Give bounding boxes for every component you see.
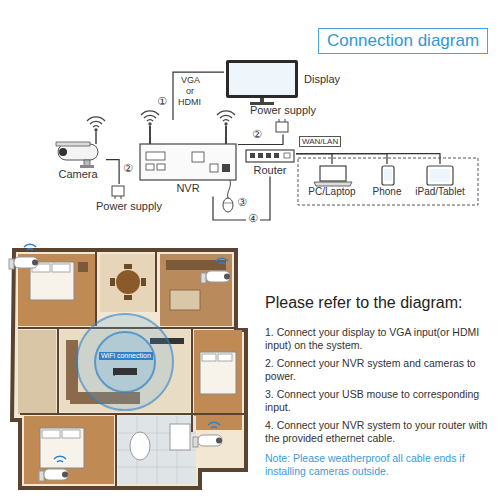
callout-number: ①: [157, 96, 167, 109]
laptop-icon: [314, 166, 352, 186]
camera-node: Camera: [50, 134, 106, 181]
signal-label: or: [186, 86, 194, 96]
node-label: Display: [304, 73, 340, 86]
callout-number: ②: [252, 129, 262, 142]
node-label: Router: [244, 164, 296, 177]
router-node: Router: [244, 148, 296, 177]
device-node: PC/Laptop: [304, 164, 360, 198]
instruction-step: 4. Connect your NVR system to your route…: [265, 419, 495, 444]
node-label: iPad/Tablet: [410, 186, 470, 198]
router-icon: [246, 150, 294, 162]
cable-line: [106, 160, 119, 184]
device-group-frame: [298, 158, 478, 205]
node-label: Camera: [50, 168, 106, 181]
cable-line: [296, 154, 332, 164]
nvr-icon: [140, 111, 236, 180]
instruction-step: 3. Connect your USB mouse to correspondi…: [265, 388, 495, 413]
signal-label: HDMI: [178, 97, 201, 107]
title-box: Connection diagram: [318, 28, 488, 54]
instruction-list: 1. Connect your display to VGA input(or …: [265, 326, 495, 483]
node-label: Power supply: [96, 200, 162, 213]
port-label: WAN/LAN: [299, 136, 341, 147]
phone-icon: [382, 166, 394, 185]
node-label: Power supply: [250, 104, 316, 117]
node-label: NVR: [138, 182, 238, 195]
node-label: Phone: [372, 186, 402, 198]
device-node: iPad/Tablet: [410, 164, 470, 198]
instruction-step: 2. Connect your NVR system and cameras t…: [265, 357, 495, 382]
callout-number: ④: [246, 213, 260, 226]
cable-line: [296, 154, 440, 164]
camera-icon: [56, 117, 105, 168]
mouse-icon: [223, 180, 233, 212]
cable-line: [296, 154, 387, 164]
instruction-step: 1. Connect your display to VGA input(or …: [265, 326, 495, 351]
cable-line: [213, 177, 270, 220]
wifi-label: WiFi connection: [99, 352, 153, 360]
floor-plan: [9, 244, 246, 488]
nvr-node: NVR: [138, 120, 238, 197]
power-supply-node: Power supply: [96, 184, 162, 213]
power-adapter-icon: [276, 119, 288, 132]
power-adapter-icon: [112, 186, 124, 199]
callout-number: ②: [123, 163, 133, 176]
signal-label: VGA: [181, 75, 200, 85]
callout-number: ③: [237, 197, 247, 210]
device-node: Phone: [372, 164, 402, 198]
monitor-icon: [226, 60, 298, 105]
cable-line: [173, 72, 224, 120]
tablet-icon: [427, 166, 453, 185]
node-label: PC/Laptop: [304, 186, 360, 198]
diagram-title: Connection diagram: [327, 31, 479, 51]
instruction-heading: Please refer to the diagram:: [265, 294, 462, 312]
note-text: Note: Please weatherproof all cable ends…: [265, 452, 495, 477]
display-node: Display: [224, 56, 340, 102]
